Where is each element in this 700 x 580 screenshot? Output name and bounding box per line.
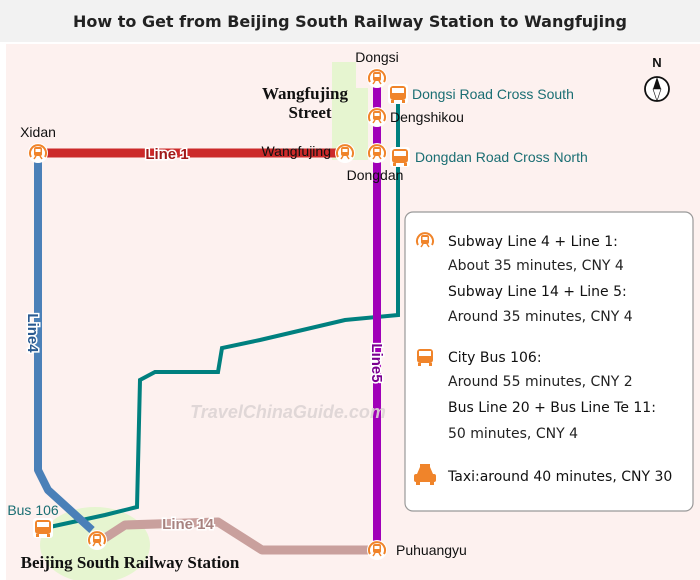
compass-icon: N: [644, 55, 670, 102]
station-xidan-label: Xidan: [20, 124, 56, 140]
station-dongsi-label: Dongsi: [355, 49, 399, 65]
watermark: TravelChinaGuide.com: [190, 402, 386, 422]
line-14-label: Line 14: [162, 516, 214, 533]
landmark-label-1: Wangfujing: [262, 84, 348, 103]
station-xidan-icon[interactable]: [27, 142, 49, 164]
taxi-icon: [414, 464, 436, 485]
taxi-heading: Taxi:: [447, 469, 480, 485]
station-beijing-south-label: Beijing South Railway Station: [21, 553, 240, 572]
page-title: How to Get from Beijing South Railway St…: [0, 0, 700, 42]
bus-option-1-detail: Around 55 minutes, CNY 2: [448, 374, 633, 390]
line-5-label: Line5: [368, 343, 385, 382]
line-4-label: Line4: [24, 313, 41, 353]
compass-label: N: [652, 55, 661, 70]
bus-stop-dongdan-icon[interactable]: [390, 147, 410, 167]
wangfujing-street-area: [332, 62, 368, 160]
bus-stop-dongsi-label: Dongsi Road Cross South: [412, 86, 574, 102]
station-beijing-south-icon[interactable]: [86, 529, 108, 551]
bus-option-1-heading: City Bus 106:: [448, 350, 542, 366]
info-panel: Subway Line 4 + Line 1: About 35 minutes…: [404, 211, 694, 512]
station-dongdan-icon[interactable]: [366, 142, 388, 164]
station-dengshikou-label: Dengshikou: [390, 109, 464, 125]
line-14-route: [102, 517, 370, 555]
bus-icon: [415, 347, 435, 367]
line-4-route: [34, 158, 95, 533]
taxi-option: Taxi:around 40 minutes, CNY 30: [447, 469, 672, 485]
station-dongdan-label: Dongdan: [347, 167, 404, 183]
station-puhuangyu-label: Puhuangyu: [396, 542, 467, 558]
landmark-label-2: Street: [288, 103, 331, 122]
line-1-label: Line 1: [145, 146, 188, 163]
bus-106-label: Bus 106: [7, 502, 59, 518]
station-dongsi-icon[interactable]: [366, 67, 388, 89]
taxi-detail: around 40 minutes, CNY 30: [480, 469, 673, 485]
bus-option-2-heading: Bus Line 20 + Bus Line Te 11:: [448, 400, 656, 416]
station-dengshikou-icon[interactable]: [366, 106, 388, 128]
bus-106-route: [44, 100, 400, 530]
bus-stop-dongdan-label: Dongdan Road Cross North: [415, 149, 588, 165]
station-wangfujing-label: Wangfujing: [261, 143, 331, 159]
bus-option-2-detail: 50 minutes, CNY 4: [448, 426, 578, 442]
subway-option-1-heading: Subway Line 4 + Line 1:: [448, 234, 618, 250]
bus-stop-dongsi-icon[interactable]: [388, 84, 408, 104]
subway-option-2-heading: Subway Line 14 + Line 5:: [448, 284, 627, 300]
subway-option-1-detail: About 35 minutes, CNY 4: [448, 258, 624, 274]
subway-icon: [414, 230, 436, 252]
subway-option-2-detail: Around 35 minutes, CNY 4: [448, 309, 633, 325]
bus-106-stop-icon[interactable]: [33, 518, 53, 538]
station-puhuangyu-icon[interactable]: [366, 539, 388, 561]
station-wangfujing-icon[interactable]: [334, 142, 356, 164]
